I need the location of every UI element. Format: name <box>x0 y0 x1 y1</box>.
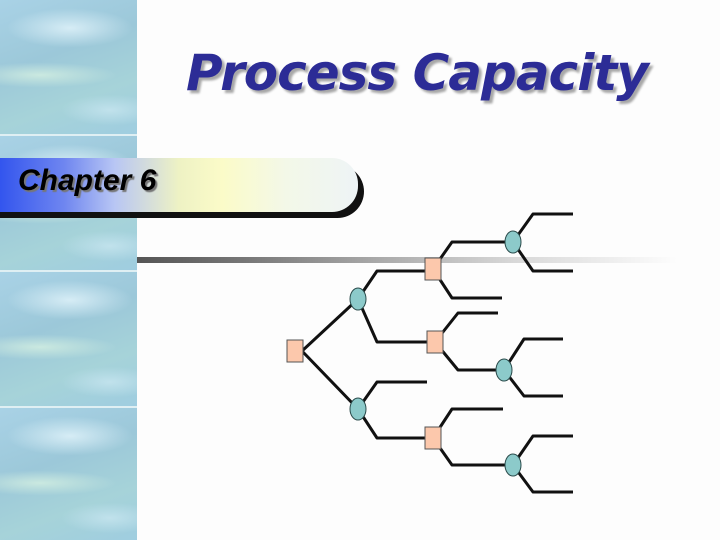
chance-node <box>349 397 367 421</box>
chance-node <box>349 287 367 311</box>
decision-node <box>424 426 442 450</box>
slide-title: Process Capacity <box>186 44 649 102</box>
sidebar-tile <box>0 0 137 136</box>
horizontal-rule <box>137 257 677 263</box>
chapter-banner <box>0 158 358 212</box>
chapter-label: Chapter 6 <box>18 164 157 197</box>
decision-node <box>426 330 444 354</box>
chance-node <box>504 230 522 254</box>
chance-node <box>504 453 522 477</box>
chance-node <box>495 358 513 382</box>
decision-node <box>286 339 304 363</box>
sidebar-tile <box>0 272 137 408</box>
sidebar-tile <box>0 408 137 540</box>
decision-node <box>424 257 442 281</box>
